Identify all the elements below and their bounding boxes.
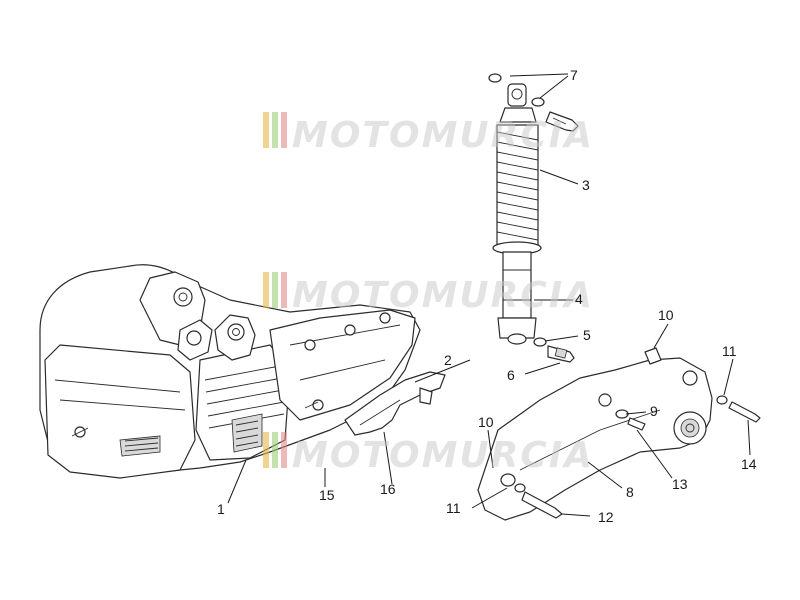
callout-11a: 11 (722, 343, 737, 359)
watermark-stripe (272, 112, 278, 148)
callout-8: 8 (626, 484, 634, 500)
callout-13: 13 (672, 476, 688, 492)
callout-labels: 7 3 4 5 6 2 10 11 9 14 13 8 10 11 12 1 1… (217, 67, 757, 525)
callout-6: 6 (507, 367, 515, 383)
callout-10a: 10 (658, 307, 674, 323)
callout-14: 14 (741, 456, 757, 472)
watermark-stripe (272, 432, 278, 468)
shock-absorber (488, 73, 579, 345)
callout-12: 12 (598, 509, 614, 525)
callout-9: 9 (650, 403, 658, 419)
callout-11b: 11 (446, 500, 461, 516)
callout-2: 2 (444, 352, 452, 368)
watermark-top: MOTOMURCIA (263, 112, 594, 156)
watermark-stripe (263, 112, 269, 148)
watermark-stripe (263, 272, 269, 308)
watermark-stripe (281, 112, 287, 148)
callout-7: 7 (570, 67, 578, 83)
swing-arm (477, 357, 713, 521)
watermark-stripe (272, 272, 278, 308)
watermark-bottom: MOTOMURCIA (263, 432, 594, 476)
watermark-text: MOTOMURCIA (292, 115, 594, 156)
swing-arm-fasteners (500, 347, 761, 519)
watermark-text: MOTOMURCIA (292, 275, 594, 316)
leader-lines (227, 73, 751, 517)
shock-spring (496, 124, 539, 246)
callout-10b: 10 (478, 414, 494, 430)
callout-15: 15 (319, 487, 335, 503)
callout-4: 4 (575, 291, 583, 307)
watermark-middle: MOTOMURCIA (263, 272, 594, 316)
callout-16: 16 (380, 481, 396, 497)
watermark-stripe (263, 432, 269, 468)
engine-assembly (39, 264, 421, 479)
callout-5: 5 (583, 327, 591, 343)
watermark-stripe (281, 272, 287, 308)
watermark-text: MOTOMURCIA (292, 435, 594, 476)
stand-bracket (344, 371, 446, 436)
shock-lower-fasteners (533, 337, 575, 363)
callout-1: 1 (217, 501, 225, 517)
callout-3: 3 (582, 177, 590, 193)
watermark-stripe (281, 432, 287, 468)
